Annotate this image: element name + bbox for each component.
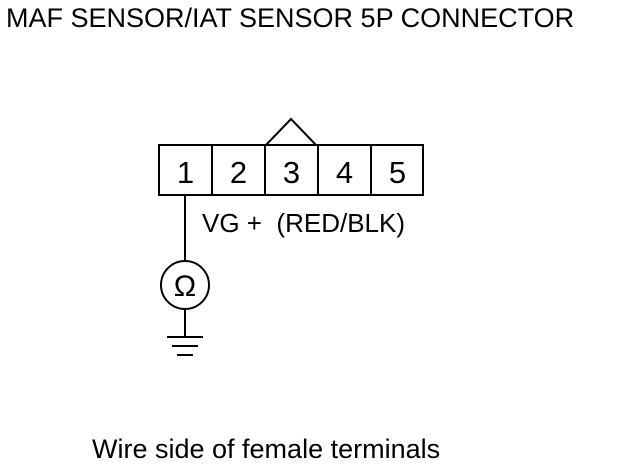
connector-body — [158, 144, 424, 196]
connector-lock-tab — [265, 117, 317, 146]
connector-pin-5: 5 — [389, 155, 406, 190]
connector-pin-4: 4 — [336, 155, 353, 190]
diagram-title: MAF SENSOR/IAT SENSOR 5P CONNECTOR — [6, 3, 574, 33]
connector-pin-3: 3 — [283, 155, 300, 190]
signal-label: VG + (RED/BLK) — [202, 208, 405, 238]
connector-pin-2: 2 — [230, 155, 247, 190]
ohm-symbol: Ω — [174, 270, 196, 303]
ground-icon — [167, 336, 203, 356]
connector-pin-1: 1 — [177, 155, 194, 190]
diagram-caption: Wire side of female terminals — [92, 434, 440, 464]
